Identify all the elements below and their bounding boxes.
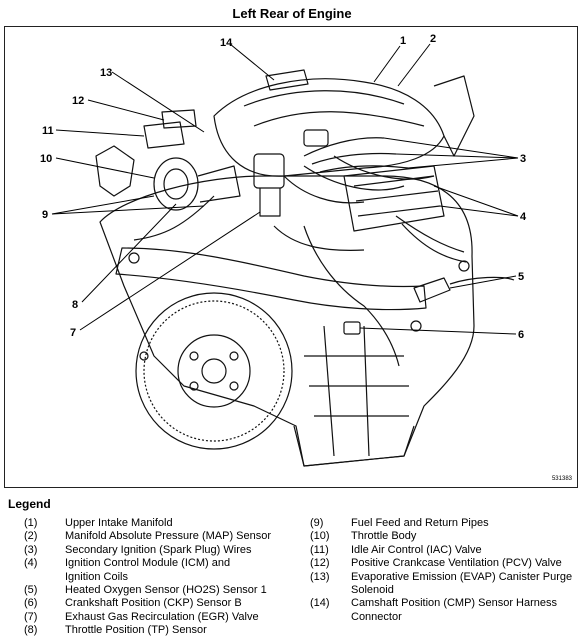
callout-5: 5 xyxy=(518,271,524,283)
flywheel xyxy=(135,292,293,450)
figure-id: 531383 xyxy=(551,476,572,482)
leader-6 xyxy=(359,327,517,335)
legend-heading: Legend xyxy=(8,497,51,511)
legend-item: (4) Ignition Control Module (ICM) and Ign… xyxy=(24,557,304,584)
legend-num: (8) xyxy=(24,624,38,637)
engine-diagram: 1 2 3 4 5 6 7 8 9 10 11 12 13 14 xyxy=(40,33,527,467)
legend-num: (1) xyxy=(24,517,38,529)
legend-item: (9) Fuel Feed and Return Pipes xyxy=(310,517,580,530)
legend-num: (4) xyxy=(24,557,38,570)
legend-text: Throttle Body xyxy=(351,530,417,543)
legend-item: (6) Crankshaft Position (CKP) Sensor B xyxy=(24,597,304,610)
crankshaft-sensor xyxy=(343,321,361,335)
callout-11: 11 xyxy=(42,125,54,137)
throttle-body xyxy=(153,157,199,211)
legend-item: (10) Throttle Body xyxy=(310,530,580,543)
leader-12 xyxy=(87,99,165,121)
leader-11 xyxy=(55,129,145,137)
exhaust-crossover xyxy=(115,247,427,311)
oil-pan xyxy=(293,425,415,467)
legend-item: (2) Manifold Absolute Pressure (MAP) Sens… xyxy=(24,530,304,543)
legend-num: (7) xyxy=(24,610,38,623)
legend-item: (7) Exhaust Gas Recirculation (EGR) Valve xyxy=(24,611,304,624)
legend-num: (2) xyxy=(24,530,38,543)
leader-14 xyxy=(229,43,275,81)
legend-num: (9) xyxy=(310,517,324,529)
legend-num: (11) xyxy=(310,543,329,556)
callout-leaders xyxy=(51,43,519,335)
callout-3: 3 xyxy=(520,153,526,165)
legend-item: (13) Evaporative Emission (EVAP) Canister… xyxy=(310,571,580,598)
legend-num: (5) xyxy=(24,584,38,597)
legend-text: Camshaft Position (CMP) Sensor Harness C… xyxy=(351,597,558,623)
leader-4a xyxy=(433,185,519,217)
legend-num: (13) xyxy=(310,570,330,583)
leader-4b xyxy=(439,205,519,217)
leader-3c xyxy=(407,157,519,169)
leader-9b xyxy=(51,205,205,215)
legend-item: (8) Throttle Position (TP) Sensor xyxy=(24,624,304,637)
callout-7: 7 xyxy=(70,327,76,339)
diagram-title: Left Rear of Engine xyxy=(232,6,352,21)
egr-valve xyxy=(253,153,285,189)
legend-text: Manifold Absolute Pressure (MAP) Sensor xyxy=(65,530,272,543)
oxygen-sensor xyxy=(413,277,451,303)
leader-9a xyxy=(51,195,155,215)
callout-10: 10 xyxy=(40,153,52,165)
callout-4: 4 xyxy=(520,211,527,223)
ignition-coil-pack xyxy=(343,165,445,232)
legend-num: (12) xyxy=(310,557,330,570)
callout-13: 13 xyxy=(100,67,112,79)
legend-text: Upper Intake Manifold xyxy=(65,517,173,529)
callout-12: 12 xyxy=(72,95,84,107)
legend-num: (6) xyxy=(24,597,38,610)
legend-item: (12) Positive Crankcase Ventilation (PCV)… xyxy=(310,557,580,570)
leader-3a xyxy=(383,137,519,159)
callout-1: 1 xyxy=(400,35,406,47)
leader-2 xyxy=(397,43,431,87)
callout-8: 8 xyxy=(72,299,78,311)
figure-frame xyxy=(4,26,578,488)
callout-14: 14 xyxy=(220,37,233,49)
legend-item: (3) Secondary Ignition (Spark Plug) Wires xyxy=(24,544,304,557)
legend-num: (3) xyxy=(24,543,38,556)
legend-text: Throttle Position (TP) Sensor xyxy=(65,624,207,637)
engine-illustration xyxy=(95,69,515,467)
leader-5 xyxy=(449,275,517,289)
engine-block xyxy=(99,175,475,467)
leader-1 xyxy=(373,45,401,83)
legend-text: Ignition Control Module (ICM) and Igniti… xyxy=(65,557,231,583)
callout-9: 9 xyxy=(42,209,48,221)
callout-6: 6 xyxy=(518,329,524,341)
leader-10 xyxy=(55,157,155,179)
intake-runners xyxy=(283,155,435,204)
legend-text: Crankshaft Position (CKP) Sensor B xyxy=(65,597,242,610)
cmp-connector xyxy=(265,69,309,91)
spark-plug-wires xyxy=(303,137,467,263)
legend-text: Fuel Feed and Return Pipes xyxy=(351,517,489,529)
callout-2: 2 xyxy=(430,33,436,45)
legend-item: (5) Heated Oxygen Sensor (HO2S) Sensor 1 xyxy=(24,584,304,597)
legend-text: Heated Oxygen Sensor (HO2S) Sensor 1 xyxy=(65,584,267,597)
legend-num: (10) xyxy=(310,530,330,543)
legend-text: Exhaust Gas Recirculation (EGR) Valve xyxy=(65,610,259,623)
leader-7 xyxy=(79,211,261,331)
legend-column-right: (9) Fuel Feed and Return Pipes (10) Thrott… xyxy=(310,517,580,624)
legend-text: Idle Air Control (IAC) Valve xyxy=(351,543,482,556)
leader-3b xyxy=(395,153,519,159)
legend-num: (14) xyxy=(310,597,330,610)
upper-intake-manifold xyxy=(213,78,445,177)
leader-13 xyxy=(111,71,205,133)
legend-column-left: (1) Upper Intake Manifold (2) Manifold Abs… xyxy=(24,517,304,638)
legend-item: (11) Idle Air Control (IAC) Valve xyxy=(310,544,580,557)
legend-text: Secondary Ignition (Spark Plug) Wires xyxy=(65,543,252,556)
leader-8 xyxy=(81,203,177,303)
map-sensor xyxy=(303,129,329,147)
legend-item: (14) Camshaft Position (CMP) Sensor Harne… xyxy=(310,597,580,624)
legend-item: (1) Upper Intake Manifold xyxy=(24,517,304,530)
legend-text: Positive Crankcase Ventilation (PCV) Val… xyxy=(351,557,562,570)
legend-text: Evaporative Emission (EVAP) Canister Pur… xyxy=(351,570,573,597)
